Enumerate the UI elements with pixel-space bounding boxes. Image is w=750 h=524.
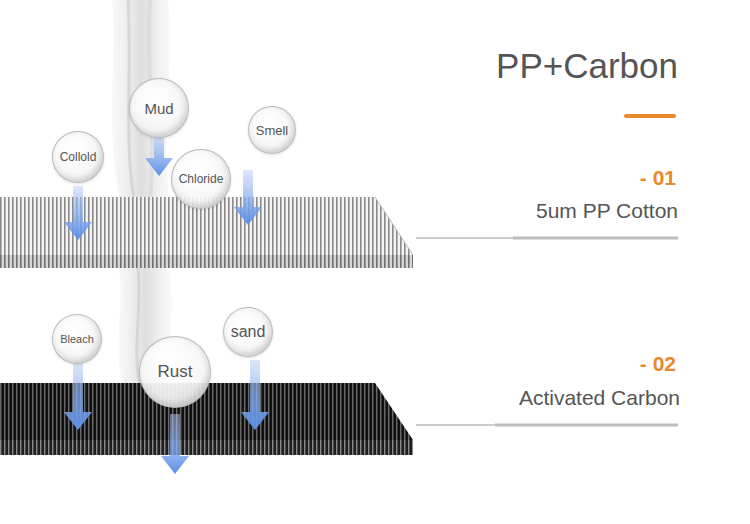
contaminant-bubble: Chloride bbox=[171, 149, 231, 209]
contaminant-bubble: Smell bbox=[248, 106, 296, 154]
layer-name: 5um PP Cotton bbox=[536, 199, 678, 223]
bubble-label: Mud bbox=[144, 100, 173, 117]
bubble-label: Bleach bbox=[60, 333, 94, 345]
contaminant-bubble: Mud bbox=[129, 78, 189, 138]
bubble-label: sand bbox=[231, 323, 266, 341]
diagram-title: PP+Carbon bbox=[496, 46, 678, 86]
contaminant-bubble: sand bbox=[223, 307, 273, 357]
contaminant-bubble: Rust bbox=[139, 336, 211, 408]
callout-number: - 01 bbox=[640, 166, 676, 190]
callout-number: - 02 bbox=[640, 352, 676, 376]
bubble-label: Collold bbox=[60, 150, 97, 164]
bubble-label: Rust bbox=[158, 362, 193, 382]
contaminant-bubble: Collold bbox=[52, 131, 104, 183]
contaminant-bubble: Bleach bbox=[52, 314, 102, 364]
bubble-label: Chloride bbox=[179, 172, 224, 186]
bubble-label: Smell bbox=[256, 123, 289, 138]
layer-name: Activated Carbon bbox=[519, 386, 680, 410]
